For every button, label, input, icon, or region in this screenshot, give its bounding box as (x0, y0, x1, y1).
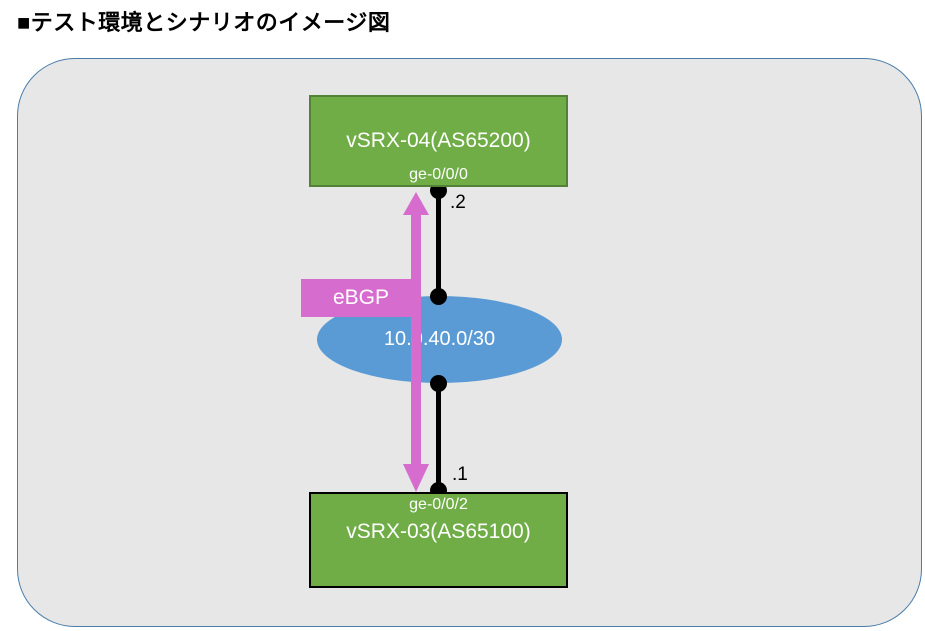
diagram-canvas: 10.0.40.0/30 eBGP .2 .1 vSRX-04(AS65200)… (17, 58, 922, 627)
ebgp-label-box: eBGP (301, 279, 421, 317)
node-vsrx03: ge-0/0/2 vSRX-03(AS65100) (309, 492, 568, 588)
ip-suffix-bottom-label: .1 (452, 464, 468, 485)
node-vsrx04-label: vSRX-04(AS65200) (346, 129, 531, 152)
connector-endpoint-dot (430, 288, 447, 305)
ip-suffix-top-label: .2 (450, 192, 466, 213)
connector-endpoint-dot (430, 375, 447, 392)
page-title: ■テスト環境とシナリオのイメージ図 (17, 10, 391, 35)
connector-bottom-line (436, 383, 441, 491)
ebgp-arrowhead-up-icon (403, 192, 429, 215)
node-vsrx03-label: vSRX-03(AS65100) (346, 520, 531, 543)
network-subnet-label: 10.0.40.0/30 (383, 328, 496, 350)
ebgp-arrow-shaft (411, 212, 421, 466)
node-vsrx03-interface-label: ge-0/0/2 (409, 496, 468, 513)
node-vsrx04: vSRX-04(AS65200) ge-0/0/0 (309, 95, 568, 187)
connector-top-line (436, 190, 441, 296)
ebgp-arrowhead-down-icon (403, 464, 429, 492)
node-vsrx04-interface-label: ge-0/0/0 (409, 166, 468, 183)
ebgp-label: eBGP (332, 286, 390, 309)
